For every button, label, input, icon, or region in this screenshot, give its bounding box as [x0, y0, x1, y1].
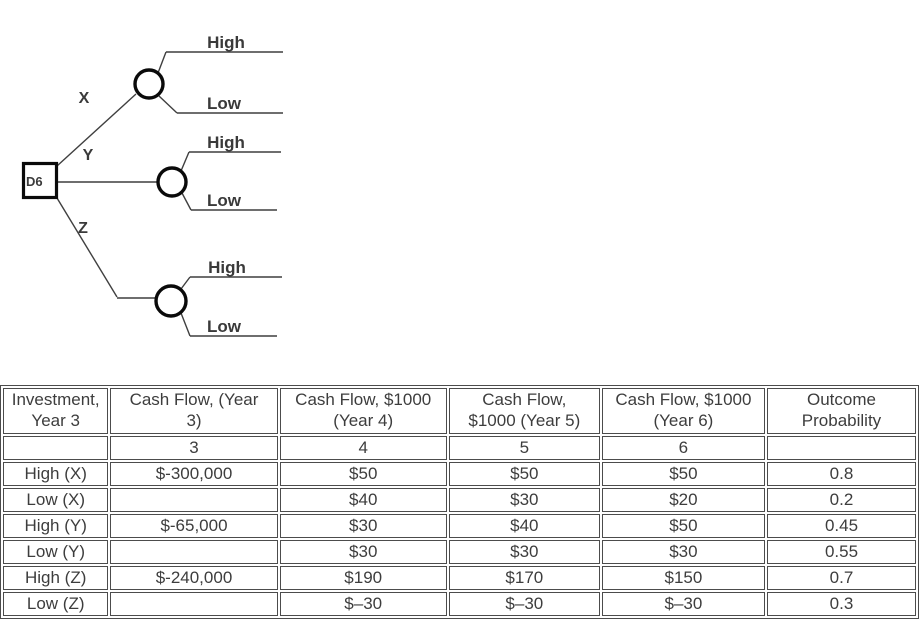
outcome-label-x-low: Low — [207, 94, 242, 113]
outcome-label-y-low: Low — [207, 191, 242, 210]
cf-year5-cell: $30 — [448, 488, 600, 512]
investment-cell: High (X) — [3, 462, 109, 486]
investment-cell: High (Z) — [3, 566, 109, 590]
cf-year3-cell — [110, 540, 278, 564]
year-cell: 5 — [448, 436, 600, 460]
cf-year6-cell: $150 — [601, 566, 765, 590]
col-header-investment: Investment, Year 3 — [3, 388, 109, 434]
outcome-line-x-high-diag — [157, 51, 167, 74]
cf-year6-cell: $50 — [601, 462, 765, 486]
probability-cell: 0.45 — [766, 514, 916, 538]
branch-line-x — [56, 93, 137, 167]
cf-year3-cell: $-300,000 — [110, 462, 278, 486]
outcome-label-z-high: High — [208, 258, 246, 277]
col-header-probability: Outcome Probability — [766, 388, 916, 434]
chance-node-y — [156, 166, 188, 198]
cf-year4-cell: $50 — [279, 462, 447, 486]
branch-label-y: Y — [83, 147, 94, 164]
outcome-label-x-high: High — [207, 33, 245, 52]
chance-node-z — [154, 284, 188, 318]
cf-year3-cell — [110, 592, 278, 616]
probability-cell: 0.55 — [766, 540, 916, 564]
tree-branch-lines — [56, 51, 283, 337]
cf-year4-cell: $–30 — [279, 592, 447, 616]
table-row-low-x: Low (X) $40 $30 $20 0.2 — [3, 488, 916, 512]
cf-year4-cell: $30 — [279, 514, 447, 538]
outcome-label-y-high: High — [207, 133, 245, 152]
branch-label-z: Z — [78, 220, 88, 237]
outcome-label-z-low: Low — [207, 317, 242, 336]
year-cell: 4 — [279, 436, 447, 460]
table-row-high-y: High (Y) $-65,000 $30 $40 $50 0.45 — [3, 514, 916, 538]
probability-cell: 0.8 — [766, 462, 916, 486]
cash-flow-table: Investment, Year 3 Cash Flow, (Year 3) C… — [0, 385, 919, 619]
cf-year5-cell: $50 — [448, 462, 600, 486]
investment-cell: Low (Z) — [3, 592, 109, 616]
year-cell: 6 — [601, 436, 765, 460]
decision-node — [21, 161, 59, 200]
cf-year6-cell: $–30 — [601, 592, 765, 616]
year-number-row: 3 4 5 6 — [3, 436, 916, 460]
cf-year5-cell: $–30 — [448, 592, 600, 616]
cf-year4-cell: $190 — [279, 566, 447, 590]
probability-cell: 0.2 — [766, 488, 916, 512]
outcome-line-x-low-diag — [158, 95, 178, 114]
cf-year3-cell: $-240,000 — [110, 566, 278, 590]
cf-year4-cell: $30 — [279, 540, 447, 564]
table-header-row: Investment, Year 3 Cash Flow, (Year 3) C… — [3, 388, 916, 434]
outcome-line-z-high-diag — [180, 276, 191, 290]
decision-node-label: D6 — [26, 174, 43, 189]
cf-year4-cell: $40 — [279, 488, 447, 512]
cf-year5-cell: $30 — [448, 540, 600, 564]
cf-year6-cell: $50 — [601, 514, 765, 538]
col-header-cf-year3: Cash Flow, (Year 3) — [110, 388, 278, 434]
decision-tree: D6 X Y Z High Low High Low High Low — [21, 33, 283, 337]
investment-cell: High (Y) — [3, 514, 109, 538]
cf-year5-cell: $40 — [448, 514, 600, 538]
table-row-high-x: High (X) $-300,000 $50 $50 $50 0.8 — [3, 462, 916, 486]
year-cell: 3 — [110, 436, 278, 460]
cf-year3-cell — [110, 488, 278, 512]
cf-year3-cell: $-65,000 — [110, 514, 278, 538]
cf-year5-cell: $170 — [448, 566, 600, 590]
investment-cell: Low (Y) — [3, 540, 109, 564]
cf-year6-cell: $30 — [601, 540, 765, 564]
chance-node-x — [133, 68, 165, 100]
branch-line-z — [56, 197, 118, 298]
table-row-high-z: High (Z) $-240,000 $190 $170 $150 0.7 — [3, 566, 916, 590]
col-header-cf-year5: Cash Flow, $1000 (Year 5) — [448, 388, 600, 434]
outcome-line-y-high-diag — [180, 151, 190, 172]
outcome-line-z-low-diag — [180, 312, 191, 337]
table-row-low-z: Low (Z) $–30 $–30 $–30 0.3 — [3, 592, 916, 616]
cf-year6-cell: $20 — [601, 488, 765, 512]
year-cell — [3, 436, 109, 460]
table-row-low-y: Low (Y) $30 $30 $30 0.55 — [3, 540, 916, 564]
probability-cell: 0.7 — [766, 566, 916, 590]
col-header-cf-year6: Cash Flow, $1000 (Year 6) — [601, 388, 765, 434]
col-header-cf-year4: Cash Flow, $1000 (Year 4) — [279, 388, 447, 434]
outcome-line-y-low-diag — [181, 192, 192, 211]
probability-cell: 0.3 — [766, 592, 916, 616]
investment-cell: Low (X) — [3, 488, 109, 512]
branch-label-x: X — [79, 90, 90, 107]
year-cell — [766, 436, 916, 460]
